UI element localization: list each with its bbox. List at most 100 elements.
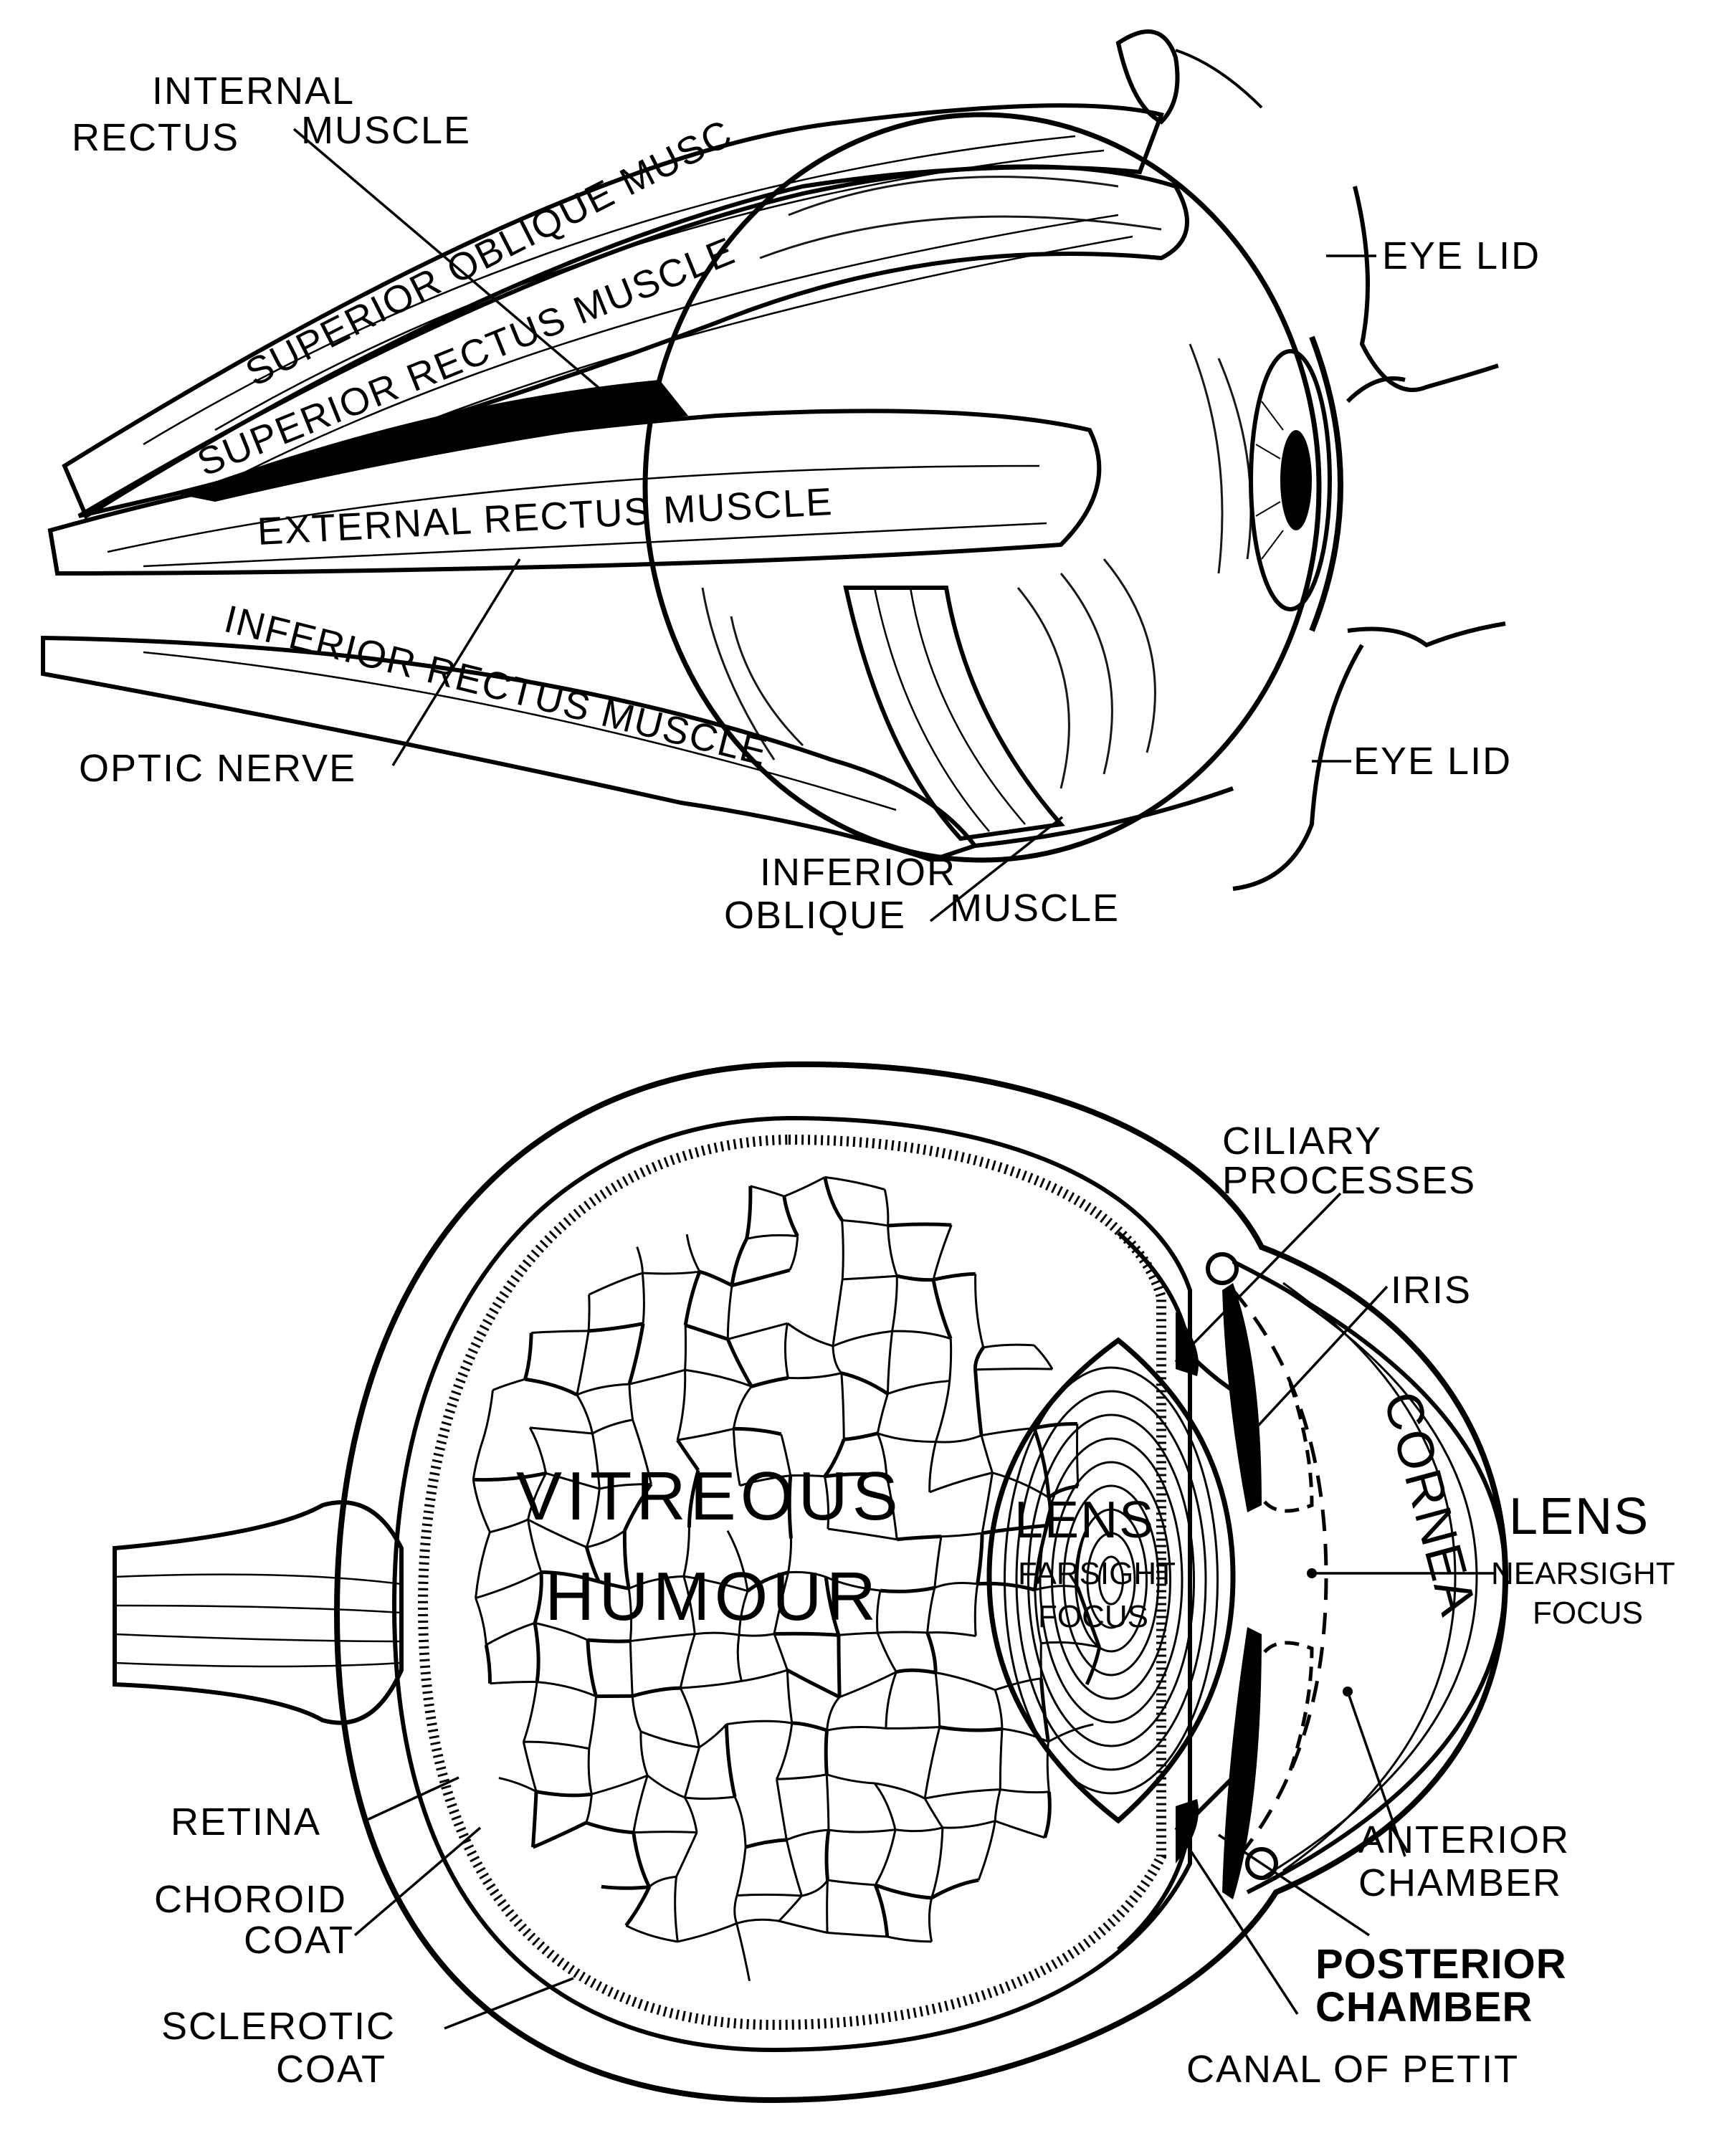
vitreous-cell-edge bbox=[591, 1433, 601, 1489]
vitreous-cell-edge bbox=[975, 1368, 1053, 1371]
vitreous-cell-edge bbox=[527, 1519, 543, 1573]
vitreous-cell-edge bbox=[840, 1373, 845, 1440]
vitreous-cell-edge bbox=[791, 1721, 828, 1732]
vitreous-cell-edge bbox=[631, 1696, 642, 1732]
label-lens-inner-line3: FOCUS bbox=[1038, 1599, 1148, 1634]
vitreous-cell-edge bbox=[825, 1575, 881, 1592]
vitreous-cell-edge bbox=[588, 1272, 643, 1296]
vitreous-cell-edge bbox=[632, 1686, 681, 1698]
vitreous-cell-edge bbox=[784, 1176, 826, 1198]
vitreous-cell-edge bbox=[472, 1446, 482, 1480]
label-iris: IRIS bbox=[1391, 1269, 1472, 1312]
label-inferior-oblique-line1: INFERIOR bbox=[760, 851, 956, 894]
vitreous-cell-edge bbox=[891, 1276, 898, 1332]
vitreous-cell-edge bbox=[784, 1322, 789, 1378]
label-vitreous-line2: HUMOUR bbox=[545, 1558, 880, 1635]
vitreous-cell-edge bbox=[973, 1583, 979, 1636]
vitreous-cell-edge bbox=[876, 1632, 897, 1673]
vitreous-cell-edge bbox=[1000, 1788, 1049, 1794]
vitreous-cell-edge bbox=[682, 1575, 696, 1634]
vitreous-cell-edge bbox=[942, 1820, 996, 1829]
vitreous-cell-edge bbox=[576, 1394, 594, 1434]
vitreous-cell-edge bbox=[540, 1570, 600, 1584]
vitreous-cell-edge bbox=[630, 1633, 695, 1643]
label-internal-rectus-line3: MUSCLE bbox=[301, 109, 471, 152]
vitreous-cell-edge bbox=[925, 1632, 938, 1673]
vitreous-cell-edge bbox=[632, 1775, 649, 1833]
vitreous-cell-edge bbox=[745, 1186, 753, 1239]
vitreous-cell-edge bbox=[523, 1332, 533, 1380]
vitreous-cell-edge bbox=[732, 1428, 741, 1486]
label-sclerotic-line1: SCLEROTIC bbox=[161, 2005, 396, 2048]
vitreous-cell-edge bbox=[1045, 1497, 1052, 1527]
vitreous-cell-edge bbox=[750, 1185, 785, 1198]
vitreous-cell-edge bbox=[683, 1271, 702, 1326]
vitreous-cell-edge bbox=[739, 1474, 791, 1487]
vitreous-cell-edge bbox=[930, 1827, 944, 1899]
vitreous-cell-edge bbox=[525, 1377, 578, 1397]
vitreous-cell-network bbox=[472, 1175, 1102, 1982]
vitreous-cell-edge bbox=[676, 1439, 700, 1471]
vitreous-cell-edge bbox=[586, 1530, 626, 1549]
vitreous-cell-edge bbox=[786, 1322, 834, 1348]
vitreous-cell-edge bbox=[873, 1884, 890, 1937]
vitreous-cell-edge bbox=[780, 1434, 792, 1476]
vitreous-cell-edge bbox=[588, 1322, 644, 1333]
vitreous-cell-edge bbox=[880, 1585, 935, 1593]
lens-ring bbox=[1051, 1461, 1171, 1700]
vitreous-cell-edge bbox=[533, 1622, 540, 1682]
vitreous-cell-edge bbox=[832, 1330, 892, 1348]
vitreous-cell-edge bbox=[999, 1729, 1004, 1790]
vitreous-cell-edge bbox=[584, 1547, 601, 1583]
vitreous-cell-edge bbox=[773, 1631, 839, 1637]
vitreous-cell-edge bbox=[787, 1475, 793, 1539]
vitreous-cell-edge bbox=[531, 1330, 589, 1335]
vitreous-cell-edge bbox=[576, 1330, 590, 1396]
iris-bottom bbox=[1222, 1627, 1262, 1899]
external-rectus-band bbox=[47, 409, 1102, 576]
vitreous-cell-edge bbox=[683, 1575, 748, 1593]
vitreous-cell-edge bbox=[677, 1427, 734, 1441]
bottom-leader-lines bbox=[353, 1192, 1495, 2030]
vitreous-cell-edge bbox=[677, 1922, 738, 1943]
lens-ring bbox=[1075, 1508, 1148, 1653]
label-internal-rectus-line1: INTERNAL bbox=[152, 70, 355, 113]
vitreous-cell-edge bbox=[531, 1791, 538, 1848]
vitreous-cell-edge bbox=[733, 1426, 782, 1436]
vitreous-cell-edge bbox=[887, 1380, 950, 1396]
vitreous-cell-edge bbox=[874, 1829, 897, 1886]
vitreous-cell-edge bbox=[724, 1724, 737, 1798]
label-posterior-line1: POSTERIOR bbox=[1315, 1941, 1567, 1988]
vitreous-cell-edge bbox=[685, 1368, 752, 1388]
vitreous-cell-edge bbox=[640, 1730, 700, 1749]
vitreous-cell-edge bbox=[827, 1932, 887, 1938]
vitreous-cell-edge bbox=[745, 1838, 787, 1849]
vitreous-cell-edge bbox=[924, 1788, 1001, 1800]
vitreous-cell-edge bbox=[586, 1639, 598, 1697]
vitreous-cell-edge bbox=[787, 1538, 792, 1573]
vitreous-cell-edge bbox=[874, 1782, 925, 1800]
vitreous-cell-edge bbox=[725, 1338, 753, 1388]
vitreous-cell-edge bbox=[629, 1368, 686, 1385]
vitreous-cell-edge bbox=[585, 1488, 601, 1548]
vitreous-cell-edge bbox=[492, 1378, 525, 1391]
vitreous-cell-edge bbox=[782, 1196, 799, 1237]
vitreous-cell-edge bbox=[824, 1829, 831, 1881]
label-posterior-line2: CHAMBER bbox=[1315, 1984, 1533, 2031]
vitreous-cell-edge bbox=[776, 1773, 827, 1780]
vitreous-cell-edge bbox=[628, 1384, 634, 1421]
vitreous-cell-edge bbox=[892, 1330, 951, 1340]
lens-ring bbox=[1004, 1366, 1219, 1795]
label-ciliary-line1: CILIARY bbox=[1222, 1120, 1382, 1163]
lens-ring bbox=[1039, 1437, 1184, 1724]
vitreous-cell-edge bbox=[642, 1270, 700, 1275]
choroid-coat bbox=[391, 1115, 1193, 2053]
vitreous-cell-edge bbox=[588, 1696, 597, 1749]
vitreous-cell-edge bbox=[530, 1426, 593, 1435]
vitreous-cell-edge bbox=[733, 1895, 738, 1924]
vitreous-cell-edge bbox=[934, 1380, 951, 1443]
lens-ring bbox=[1062, 1484, 1160, 1676]
vitreous-cell-edge bbox=[732, 1385, 753, 1429]
vitreous-cell-edge bbox=[699, 1269, 733, 1287]
